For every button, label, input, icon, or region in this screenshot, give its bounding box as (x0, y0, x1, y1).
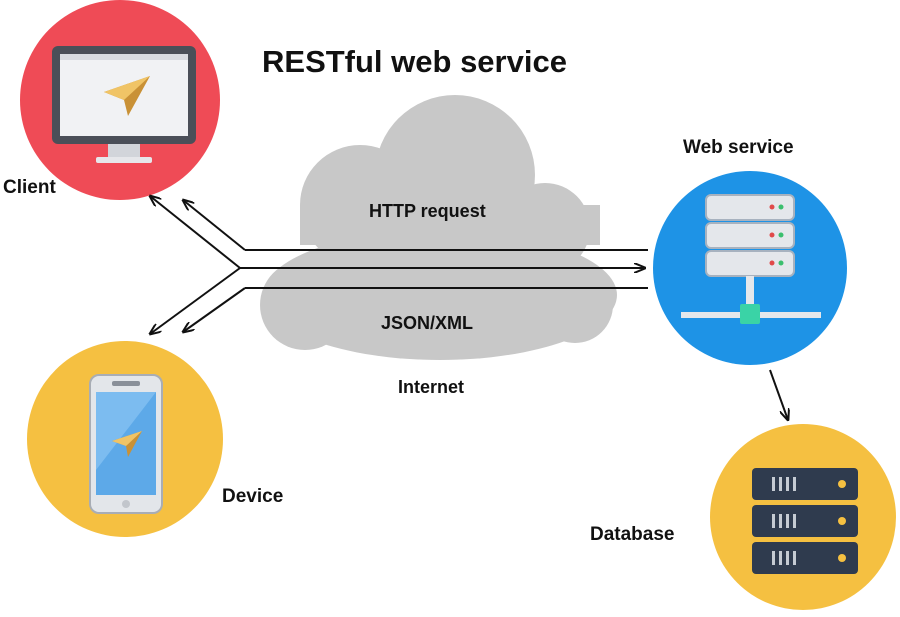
database-node (710, 424, 896, 610)
device-node (27, 341, 223, 537)
database-arrow (769, 369, 788, 420)
connection-arrows (150, 196, 788, 420)
server-stack-icon (681, 194, 821, 324)
device-label: Device (222, 486, 284, 507)
json-xml-label: JSON/XML (381, 313, 474, 333)
response-arrow-device-outer (150, 267, 241, 334)
cloud-icon (260, 95, 617, 360)
smartphone-icon (89, 374, 163, 514)
web-service-label: Web service (683, 137, 794, 158)
http-request-label: HTTP request (369, 201, 486, 221)
diagram-title: RESTful web service (262, 44, 567, 79)
response-arrow-device-inner (183, 287, 246, 332)
web-service-node (653, 171, 847, 365)
desktop-monitor-icon (52, 46, 196, 163)
internet-label: Internet (398, 377, 465, 397)
response-arrow-client-inner (183, 200, 246, 251)
database-rack-icon (752, 468, 858, 574)
client-node (20, 0, 220, 200)
client-label: Client (3, 177, 56, 198)
database-label: Database (590, 524, 675, 545)
response-arrow-client-outer (150, 196, 241, 269)
